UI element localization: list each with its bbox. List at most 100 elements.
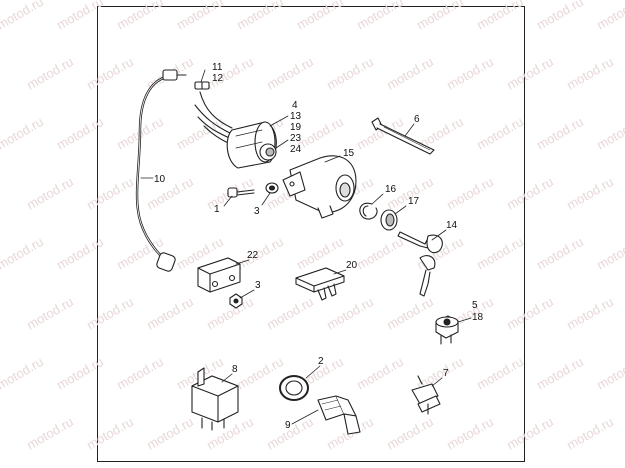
watermark-text: motod.ru xyxy=(414,0,466,33)
watermark-text: motod.ru xyxy=(594,0,625,33)
callout-3a: 3 xyxy=(254,206,260,217)
washer xyxy=(265,182,279,194)
watermark-text: motod.ru xyxy=(0,354,46,393)
callout-8: 8 xyxy=(232,364,238,375)
watermark-text: motod.ru xyxy=(384,414,436,453)
ignition-key xyxy=(397,231,443,297)
callout-17: 17 xyxy=(408,196,420,207)
watermark-text: motod.ru xyxy=(84,174,136,213)
watermark-text: motod.ru xyxy=(474,114,526,153)
switch-wires xyxy=(194,91,237,147)
watermark-text: motod.ru xyxy=(0,114,46,153)
callout-1: 1 xyxy=(214,204,220,215)
callout-9: 9 xyxy=(285,420,291,431)
watermark-text: motod.ru xyxy=(264,54,316,93)
neutral-switch xyxy=(317,395,361,435)
relay xyxy=(191,367,239,431)
circlip xyxy=(359,202,378,220)
watermark-text: motod.ru xyxy=(444,174,496,213)
nut xyxy=(229,293,243,309)
watermark-text: motod.ru xyxy=(354,234,406,273)
callout-24: 24 xyxy=(290,144,302,155)
ignition-switch xyxy=(226,121,277,169)
watermark-text: motod.ru xyxy=(534,354,586,393)
watermark-text: motod.ru xyxy=(534,234,586,273)
watermark-text: motod.ru xyxy=(54,114,106,153)
watermark-text: motod.ru xyxy=(474,354,526,393)
watermark-text: motod.ru xyxy=(84,414,136,453)
callout-23: 23 xyxy=(290,133,302,144)
watermark-text: motod.ru xyxy=(234,354,286,393)
callout-12: 12 xyxy=(212,73,224,84)
watermark-text: motod.ru xyxy=(564,294,616,333)
watermark-text: motod.ru xyxy=(24,414,76,453)
watermark-text: motod.ru xyxy=(444,414,496,453)
watermark-text: motod.ru xyxy=(144,294,196,333)
watermark-text: motod.ru xyxy=(234,234,286,273)
callout-16: 16 xyxy=(385,184,397,195)
callout-6: 6 xyxy=(414,114,420,125)
watermark-text: motod.ru xyxy=(534,0,586,33)
watermark-text: motod.ru xyxy=(474,0,526,33)
watermark-text: motod.ru xyxy=(84,294,136,333)
watermark-text: motod.ru xyxy=(594,234,625,273)
switch-housing xyxy=(282,155,357,219)
watermark-text: motod.ru xyxy=(294,0,346,33)
watermark-text: motod.ru xyxy=(384,54,436,93)
watermark-text: motod.ru xyxy=(54,354,106,393)
watermark-text: motod.ru xyxy=(564,54,616,93)
callout-4: 4 xyxy=(292,100,298,111)
watermark-text: motod.ru xyxy=(234,0,286,33)
watermark-text: motod.ru xyxy=(504,54,556,93)
leader-lines xyxy=(200,69,472,425)
watermark-text: motod.ru xyxy=(474,234,526,273)
diode-block xyxy=(197,257,241,293)
cable-tie xyxy=(371,117,435,155)
watermark-text: motod.ru xyxy=(294,234,346,273)
callout-15: 15 xyxy=(343,148,355,159)
watermark-text: motod.ru xyxy=(444,54,496,93)
watermark-text: motod.ru xyxy=(564,414,616,453)
watermark-text: motod.ru xyxy=(264,294,316,333)
wire-connector xyxy=(194,81,210,90)
callout-3b: 3 xyxy=(255,280,261,291)
watermark-text: motod.ru xyxy=(324,294,376,333)
watermark-text: motod.ru xyxy=(594,354,625,393)
watermark-text: motod.ru xyxy=(354,354,406,393)
watermark-text: motod.ru xyxy=(174,0,226,33)
grommet xyxy=(380,209,398,231)
watermark-text: motod.ru xyxy=(384,294,436,333)
fuse-block xyxy=(295,267,345,301)
watermark-text: motod.ru xyxy=(504,294,556,333)
callout-11: 11 xyxy=(212,62,223,73)
watermark-text: motod.ru xyxy=(54,0,106,33)
watermark-text: motod.ru xyxy=(324,54,376,93)
watermark-text: motod.ru xyxy=(354,0,406,33)
watermark-text: motod.ru xyxy=(504,414,556,453)
callout-13: 13 xyxy=(290,111,302,122)
diagram-frame xyxy=(97,6,525,462)
watermark-text: motod.ru xyxy=(504,174,556,213)
watermark-text: motod.ru xyxy=(144,414,196,453)
callout-7: 7 xyxy=(443,368,449,379)
watermark-text: motod.ru xyxy=(114,354,166,393)
watermark-text: motod.ru xyxy=(0,234,46,273)
callout-5: 5 xyxy=(472,300,478,311)
watermark-text: motod.ru xyxy=(534,114,586,153)
screw xyxy=(227,187,255,198)
watermark-text: motod.ru xyxy=(54,234,106,273)
watermark-text: motod.ru xyxy=(24,294,76,333)
watermark-text: motod.ru xyxy=(24,54,76,93)
sealing-washer xyxy=(279,375,309,401)
watermark-text: motod.ru xyxy=(114,0,166,33)
watermark-text: motod.ru xyxy=(144,174,196,213)
ignition-cable xyxy=(135,69,187,272)
callout-18: 18 xyxy=(472,312,484,323)
callout-22: 22 xyxy=(247,250,259,261)
temperature-sensor xyxy=(411,375,441,415)
callout-20: 20 xyxy=(346,260,358,271)
callout-19: 19 xyxy=(290,122,302,133)
watermark-text: motod.ru xyxy=(564,174,616,213)
